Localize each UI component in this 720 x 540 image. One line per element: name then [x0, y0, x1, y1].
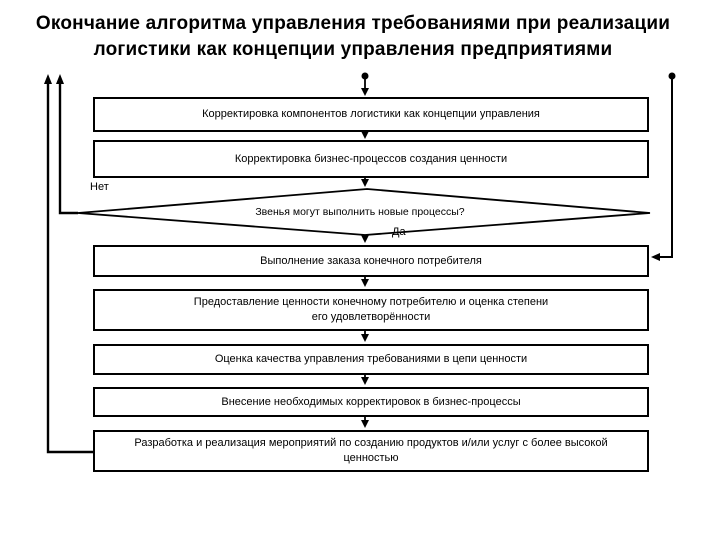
process-box-higher-value-product-development: Разработка и реализация мероприятий по с…	[93, 430, 649, 472]
arrow-left-icon	[651, 253, 660, 261]
arrow-down-icon	[361, 279, 369, 287]
connector-entry-right	[651, 72, 676, 261]
decision-diamond-shape	[77, 188, 651, 236]
process-box-quality-assessment: Оценка качества управления требованиями …	[93, 344, 649, 375]
box-label: Разработка и реализация мероприятий по с…	[134, 437, 608, 464]
arrow-down-icon	[361, 235, 369, 243]
arrow-down-icon	[361, 88, 369, 96]
flow-arrows	[361, 131, 369, 428]
arrow-down-icon	[361, 377, 369, 385]
box-label: Выполнение заказа конечного потребителя	[260, 254, 482, 267]
box-label: Предоставление ценности конечному потреб…	[193, 296, 549, 323]
yes-branch-label: Да	[392, 226, 406, 238]
arrow-down-icon	[361, 131, 369, 139]
connector-entry-center	[361, 72, 369, 96]
arrow-up-icon	[56, 74, 64, 84]
arrow-down-icon	[361, 179, 369, 187]
connector-return-left-outer	[44, 74, 93, 454]
process-box-value-delivery-and-satisfaction: Предоставление ценности конечному потреб…	[93, 289, 649, 331]
process-box-order-fulfillment: Выполнение заказа конечного потребителя	[93, 245, 649, 277]
process-box-business-process-correction: Корректировка бизнес-процессов создания …	[93, 140, 649, 178]
box-label: Корректировка компонентов логистики как …	[202, 108, 540, 120]
process-box-logistics-components-correction: Корректировка компонентов логистики как …	[93, 97, 649, 132]
no-branch-label: Нет	[90, 181, 109, 193]
connector-return-no-branch	[56, 74, 78, 215]
arrow-down-icon	[361, 334, 369, 342]
arrow-up-icon	[44, 74, 52, 84]
box-label: Оценка качества управления требованиями …	[214, 353, 528, 365]
diagram-title: Окончание алгоритма управления требовани…	[35, 13, 671, 60]
box-label: Внесение необходимых корректировок в биз…	[221, 395, 521, 408]
decision-question: Звенья могут выполнить новые процессы?	[255, 206, 465, 218]
box-label: Корректировка бизнес-процессов создания …	[234, 152, 508, 165]
process-box-corrections-implementation: Внесение необходимых корректировок в биз…	[93, 387, 649, 417]
arrow-down-icon	[361, 420, 369, 428]
